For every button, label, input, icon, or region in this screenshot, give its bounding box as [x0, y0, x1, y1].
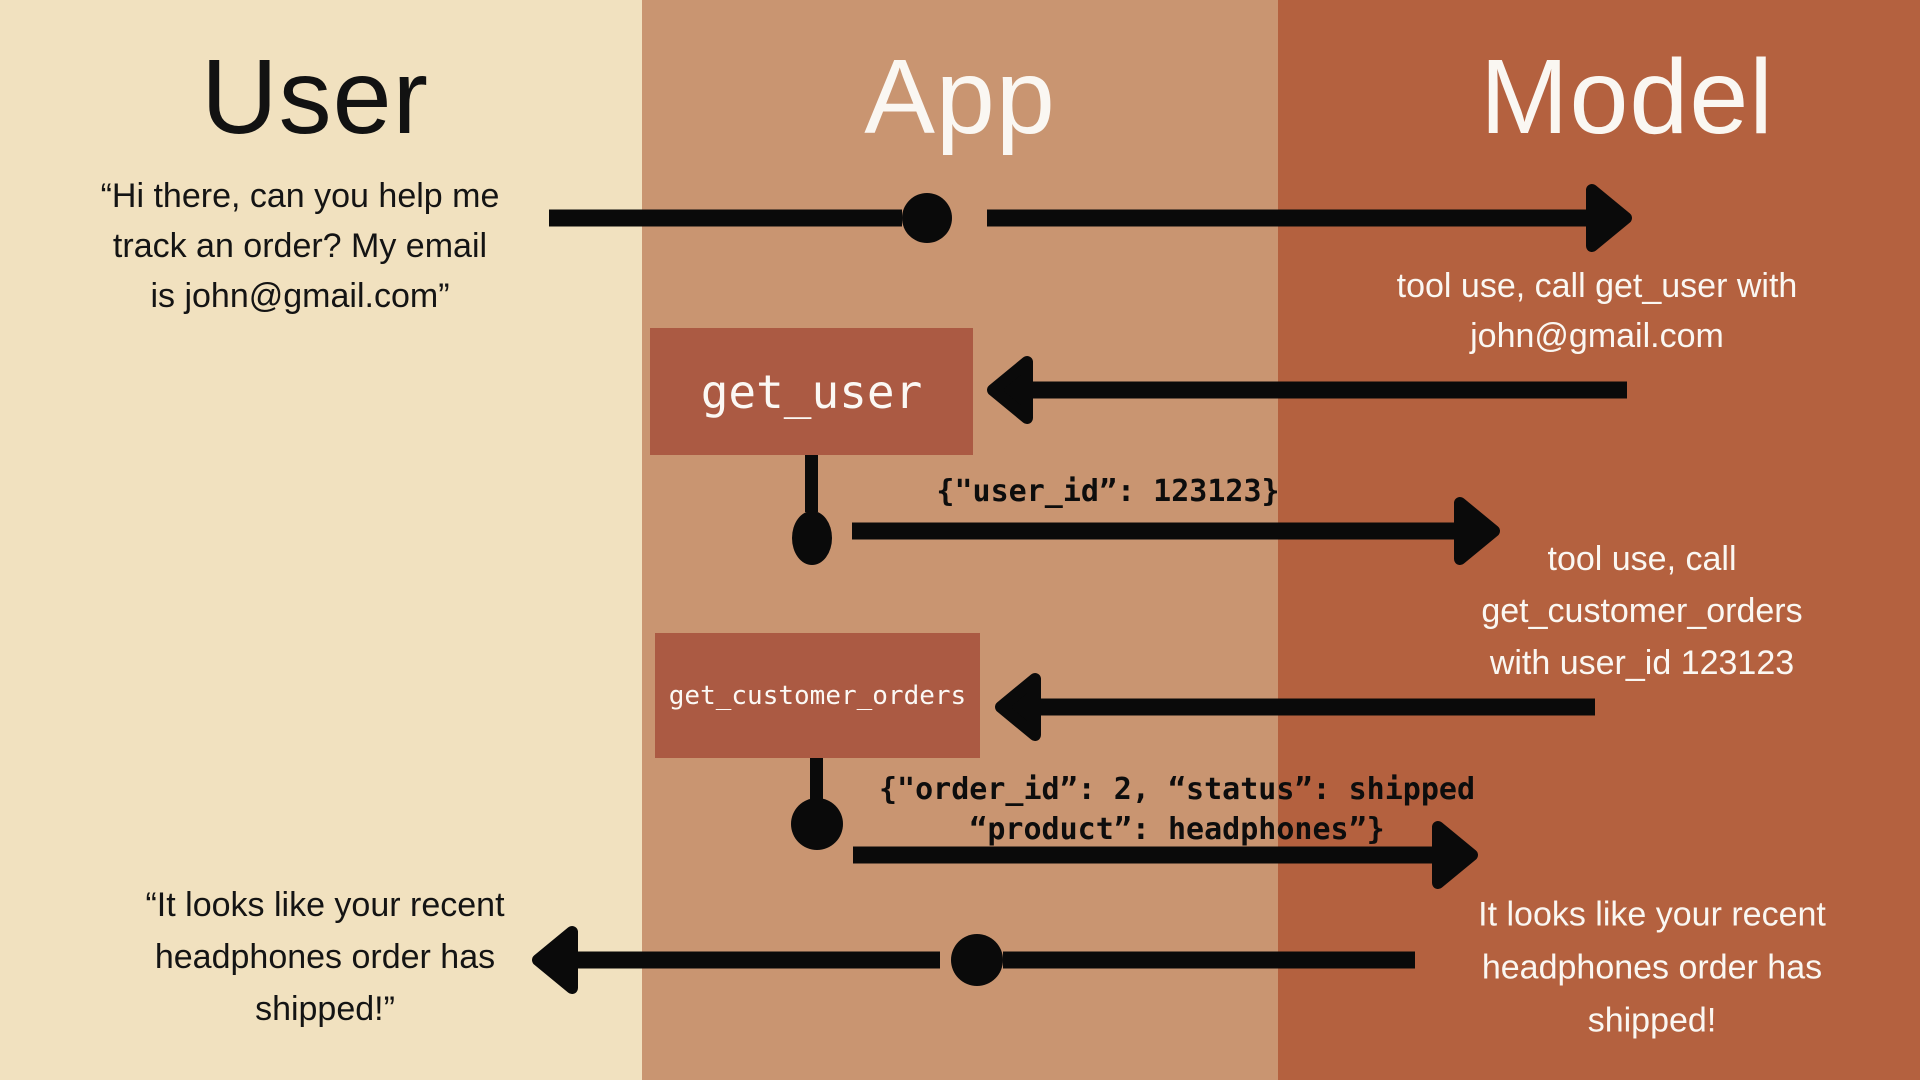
- connector-get-user-result: [792, 450, 832, 565]
- model-response-text: It looks like your recent headphones ord…: [1478, 895, 1826, 1040]
- tool-result-dot: [792, 511, 832, 565]
- tool-result-dot: [791, 798, 843, 850]
- model-column-background: [1278, 0, 1920, 1080]
- user-request-text: “Hi there, can you help me track an orde…: [100, 177, 500, 315]
- model-tool-call-1-text: tool use, call get_user with john@gmail.…: [1396, 267, 1798, 355]
- arrowhead-left-icon: [532, 926, 578, 994]
- connector-get-customer-orders-result: [791, 753, 843, 850]
- tool-box-get-user-label: get_user: [700, 364, 923, 419]
- user-column-background: [0, 0, 642, 1080]
- app-relay-dot: [902, 193, 952, 243]
- app-relay-dot: [951, 934, 1003, 986]
- tool-result-user-id-text: {"user_id”: 123123}: [936, 474, 1280, 509]
- arrow-order-result-to-model: [853, 821, 1478, 889]
- arrow-user-request-to-model: [549, 184, 1632, 252]
- arrow-model-to-get-user: [987, 356, 1627, 424]
- arrowhead-right-icon: [1454, 497, 1500, 565]
- model-column-title: Model: [1480, 38, 1774, 156]
- app-column-background: [642, 0, 1278, 1080]
- arrowhead-right-icon: [1432, 821, 1478, 889]
- arrow-model-to-get-customer-orders: [995, 673, 1595, 741]
- tool-box-get-customer-orders-label: get_customer_orders: [668, 680, 967, 711]
- arrow-user-id-result-to-model: [852, 497, 1500, 565]
- user-final-reply-text: “It looks like your recent headphones or…: [145, 886, 505, 1028]
- model-tool-call-2-text: tool use, call get_customer_orders with …: [1481, 540, 1803, 682]
- arrowhead-left-icon: [987, 356, 1033, 424]
- tool-box-get-user: get_user: [650, 328, 973, 455]
- user-column-title: User: [201, 38, 429, 156]
- arrowhead-left-icon: [995, 673, 1041, 741]
- tool-result-order-text: {"order_id”: 2, “status”: shipped “produ…: [878, 772, 1476, 847]
- tool-box-get-customer-orders: get_customer_orders: [655, 633, 980, 758]
- arrow-model-response-to-user: [532, 926, 1415, 994]
- app-column-title: App: [864, 38, 1056, 156]
- arrowhead-right-icon: [1586, 184, 1632, 252]
